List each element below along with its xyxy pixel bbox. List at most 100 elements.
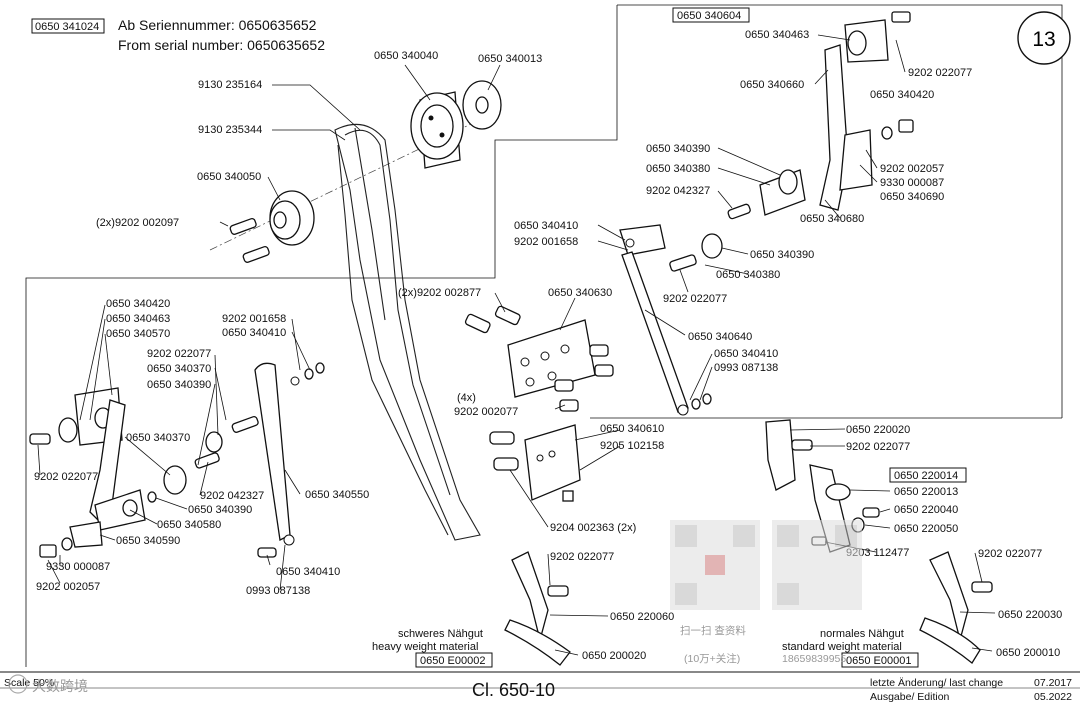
part-label: 9205 102158 xyxy=(600,440,664,452)
part-label: 0650 340690 xyxy=(880,191,944,203)
header-serial-en: From serial number: 0650635652 xyxy=(118,37,325,53)
part-label: 9130 235344 xyxy=(198,124,262,136)
footer-scale: Scale 50% xyxy=(4,677,54,689)
watermark-logo-icon xyxy=(8,674,28,694)
part-label: 0650 220040 xyxy=(894,504,958,516)
part-label: 0650 340013 xyxy=(478,53,542,65)
part-label: 0650 340410 xyxy=(276,566,340,578)
part-label: 0650 340580 xyxy=(157,519,221,531)
part-label: (2x)9202 002097 xyxy=(96,217,179,229)
part-label: 0650 340380 xyxy=(646,163,710,175)
page-number-circle xyxy=(1017,11,1071,65)
standard-ref-box xyxy=(841,652,919,668)
part-label: 0650 340550 xyxy=(305,489,369,501)
part-label: 9202 022077 xyxy=(846,441,910,453)
part-label: (4x) xyxy=(457,392,476,404)
part-label: 9202 022077 xyxy=(147,348,211,360)
part-labels: 0650 340040 0650 340013 9130 235164 9130… xyxy=(34,29,1062,662)
part-label: 9202 022077 xyxy=(908,67,972,79)
part-label: 9202 002057 xyxy=(36,581,100,593)
part-label: 0650 340040 xyxy=(374,50,438,62)
part-label: 0650 220050 xyxy=(894,523,958,535)
part-label: 0650 340680 xyxy=(800,213,864,225)
part-label: 0650 200010 xyxy=(996,647,1060,659)
footer-edition-date: 05.2022 xyxy=(1034,691,1072,703)
part-label: 9330 000087 xyxy=(880,177,944,189)
right-lever-assembly xyxy=(619,11,914,416)
kit-ref-box xyxy=(889,467,967,483)
part-label: 0650 340050 xyxy=(197,171,261,183)
part-label: 9204 002363 (2x) xyxy=(550,522,636,534)
heavy-ref-box xyxy=(415,652,493,668)
heavy-material-en: heavy weight material xyxy=(372,641,478,653)
header-ref-box xyxy=(31,18,105,34)
left-lever-assembly xyxy=(29,362,325,558)
leader-lines xyxy=(37,34,996,656)
standard-material-de: normales Nähgut xyxy=(820,628,904,640)
part-label: 0650 340390 xyxy=(188,504,252,516)
kit-ref: 0650 220014 xyxy=(894,470,958,482)
part-label: 0650 220030 xyxy=(998,609,1062,621)
part-label: (2x)9202 002877 xyxy=(398,287,481,299)
part-label: 0650 340410 xyxy=(222,327,286,339)
part-label: 9202 042327 xyxy=(646,185,710,197)
part-label: 9202 001658 xyxy=(222,313,286,325)
footer-last-change-label: letzte Änderung/ last change xyxy=(870,677,1003,689)
group-ref-box xyxy=(672,7,750,23)
standard-material-en: standard weight material xyxy=(782,641,902,653)
part-label: 0650 340390 xyxy=(646,143,710,155)
part-label: 0650 340660 xyxy=(740,79,804,91)
part-label: 0650 340370 xyxy=(126,432,190,444)
part-label: 0650 340420 xyxy=(106,298,170,310)
part-label: 0993 087138 xyxy=(714,362,778,374)
part-label: 0650 340380 xyxy=(716,269,780,281)
part-label: 9202 001658 xyxy=(514,236,578,248)
part-label: 9202 022077 xyxy=(663,293,727,305)
watermark-caption-2: (10万+关注) xyxy=(684,652,740,665)
part-label: 0650 340630 xyxy=(548,287,612,299)
pulley-belt-assembly xyxy=(209,80,502,541)
part-label: 0650 220060 xyxy=(610,611,674,623)
part-label: 0650 340370 xyxy=(147,363,211,375)
section-frames xyxy=(0,4,1080,689)
part-label: 9202 022077 xyxy=(550,551,614,563)
part-label: 0650 340610 xyxy=(600,423,664,435)
part-label: 0650 340463 xyxy=(106,313,170,325)
mounting-blocks xyxy=(464,305,614,502)
part-label: 0650 340390 xyxy=(147,379,211,391)
part-label: 9202 042327 xyxy=(200,490,264,502)
part-label: 0650 220020 xyxy=(846,424,910,436)
part-label: 0650 340570 xyxy=(106,328,170,340)
part-label: 0650 340410 xyxy=(714,348,778,360)
part-label: 0993 087138 xyxy=(246,585,310,597)
part-label: 9130 235164 xyxy=(198,79,262,91)
footer-last-change-date: 07.2017 xyxy=(1034,677,1072,689)
watermark-qr-1 xyxy=(670,520,760,610)
header-serial-de: Ab Seriennummer: 0650635652 xyxy=(118,17,317,33)
watermark-qr-2 xyxy=(772,520,862,610)
part-label: 0650 340463 xyxy=(745,29,809,41)
part-label: 0650 200020 xyxy=(582,650,646,662)
part-label: 0650 340420 xyxy=(870,89,934,101)
footer-edition-label: Ausgabe/ Edition xyxy=(870,691,950,703)
watermark-logo-text: 大数跨境 xyxy=(32,678,88,694)
footer-model: Cl. 650-10 xyxy=(472,680,555,700)
standard-ref: 0650 E00001 xyxy=(846,655,911,667)
heavy-material-de: schweres Nähgut xyxy=(398,628,483,640)
part-label: 9202 002057 xyxy=(880,163,944,175)
part-label: 9202 022077 xyxy=(978,548,1042,560)
watermark-caption-1: 扫一扫 查资料 xyxy=(680,624,746,637)
part-label: 0650 340390 xyxy=(750,249,814,261)
part-label: 9202 002077 xyxy=(454,406,518,418)
part-label: 9202 022077 xyxy=(34,471,98,483)
group-ref: 0650 340604 xyxy=(677,10,741,22)
watermark-caption-3: 18659839955 xyxy=(782,653,846,665)
page-number: 13 xyxy=(1032,28,1055,51)
part-label: 0650 220013 xyxy=(894,486,958,498)
part-label: 0650 340410 xyxy=(514,220,578,232)
part-label: 9330 000087 xyxy=(46,561,110,573)
part-label: 0650 340640 xyxy=(688,331,752,343)
part-label: 0650 340590 xyxy=(116,535,180,547)
